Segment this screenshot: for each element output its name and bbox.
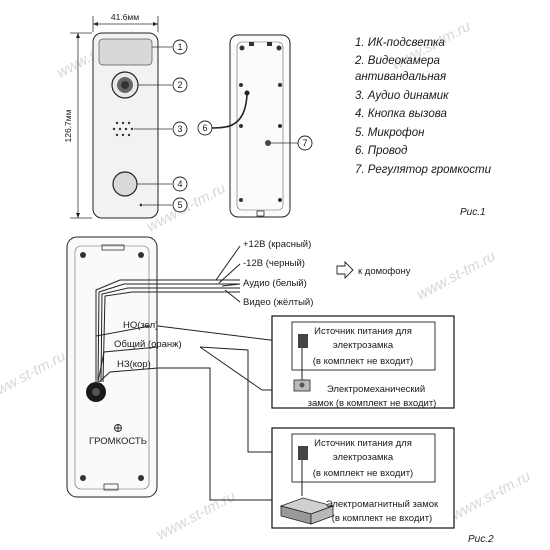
supply-label: (в комплект не входит) bbox=[313, 468, 413, 479]
microphone-icon bbox=[139, 203, 143, 207]
wire-label: +12В (красный) bbox=[243, 239, 311, 250]
front-marker: 2 bbox=[172, 77, 188, 93]
wire-label: Видео (жёлтый) bbox=[243, 297, 313, 308]
legend-item: 2. Видеокамера bbox=[354, 55, 440, 67]
electromechanical-lock-box: Источник питания для электрозамка (в ком… bbox=[271, 315, 455, 409]
figure-2-caption: Рис.2 bbox=[468, 534, 494, 545]
watermark-text: www.st-tm.ru bbox=[414, 248, 499, 304]
svg-text:3: 3 bbox=[177, 124, 182, 134]
lock-label: замок (в комплект не входит) bbox=[308, 398, 437, 409]
to-intercom: к домофону bbox=[336, 260, 411, 280]
electromagnetic-lock-icon bbox=[279, 497, 335, 525]
watermark-text: www.st-tm.ru bbox=[0, 348, 69, 404]
wire-labels: +12В (красный) -12В (черный) Аудио (белы… bbox=[243, 239, 313, 308]
volume-knob-icon bbox=[265, 140, 271, 146]
lock-label: Электромеханический bbox=[327, 384, 425, 395]
legend-item: 3. Аудио динамик bbox=[355, 90, 449, 102]
terminal-block-icon bbox=[298, 446, 308, 460]
terminal-block-icon bbox=[298, 334, 308, 348]
front-marker: 1 bbox=[172, 39, 188, 55]
watermark-text: www.st-tm.ru bbox=[449, 468, 534, 524]
electromagnetic-lock-box: Источник питания для электрозамка (в ком… bbox=[271, 427, 455, 529]
speaker-grille-icon bbox=[112, 121, 134, 137]
svg-text:1: 1 bbox=[177, 42, 182, 52]
relay-common-label: Общий (оранж) bbox=[114, 339, 182, 350]
wire-label: Аудио (белый) bbox=[243, 278, 307, 289]
relay-no-label: НО(зел) bbox=[123, 320, 158, 331]
supply-label: электрозамка bbox=[333, 452, 394, 463]
height-dimension-label: 126.7мм bbox=[63, 109, 73, 142]
legend-item: 4. Кнопка вызова bbox=[355, 108, 447, 120]
front-marker: 4 bbox=[172, 176, 188, 192]
panel-rear-view: ГРОМКОСТЬ bbox=[66, 236, 158, 498]
svg-text:4: 4 bbox=[177, 179, 182, 189]
back-view: 6 7 bbox=[197, 34, 313, 218]
svg-text:5: 5 bbox=[177, 200, 182, 210]
front-view: 41.6мм 126.7мм 1 bbox=[63, 12, 188, 219]
legend-item: 1. ИК-подсветка bbox=[355, 37, 445, 49]
wire-label: -12В (черный) bbox=[243, 258, 305, 269]
back-marker: 7 bbox=[297, 135, 313, 151]
cable-icon bbox=[211, 94, 248, 129]
arrow-right-icon bbox=[336, 260, 354, 280]
legend-item: 7. Регулятор громкости bbox=[355, 164, 492, 176]
volume-label: ГРОМКОСТЬ bbox=[89, 436, 147, 447]
width-dimension-label: 41.6мм bbox=[111, 12, 139, 22]
watermark-text: www.st-tm.ru bbox=[154, 488, 239, 544]
component-legend: 1. ИК-подсветка 2. Видеокамера антиванда… bbox=[354, 37, 492, 176]
relay-labels: НО(зел) Общий (оранж) НЗ(кор) bbox=[114, 320, 182, 370]
legend-item: 5. Микрофон bbox=[355, 127, 425, 139]
svg-text:2: 2 bbox=[177, 80, 182, 90]
supply-label: электрозамка bbox=[333, 340, 394, 351]
relay-nc-label: НЗ(кор) bbox=[117, 359, 151, 370]
call-button-icon bbox=[112, 171, 138, 197]
supply-label: Источник питания для bbox=[314, 438, 412, 449]
svg-text:6: 6 bbox=[202, 123, 207, 133]
back-marker: 6 bbox=[197, 120, 213, 136]
figure-1-caption: Рис.1 bbox=[460, 207, 486, 218]
lock-label: Электромагнитный замок bbox=[326, 499, 439, 510]
front-marker: 3 bbox=[172, 121, 188, 137]
intercom-cable bbox=[95, 245, 241, 383]
intercom-label: к домофону bbox=[358, 266, 411, 277]
supply-label: (в комплект не входит) bbox=[313, 356, 413, 367]
legend-item: 6. Провод bbox=[355, 145, 407, 157]
volume-screw-icon bbox=[114, 424, 122, 432]
lock-label: (в комплект не входит) bbox=[332, 513, 432, 524]
electromechanical-lock-icon bbox=[293, 379, 311, 392]
supply-label: Источник питания для bbox=[314, 326, 412, 337]
legend-item: антивандальная bbox=[355, 71, 446, 83]
front-marker: 5 bbox=[172, 197, 188, 213]
svg-text:7: 7 bbox=[302, 138, 307, 148]
